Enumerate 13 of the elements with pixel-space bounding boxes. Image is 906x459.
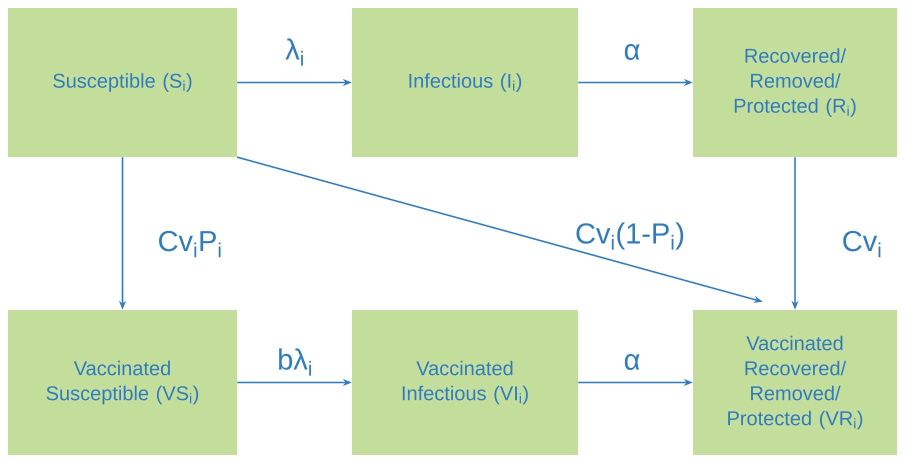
compartment-box: Susceptible (S$_{i}$) bbox=[8, 8, 237, 157]
compartment-box: Vaccinated Susceptible (VS$_{i}$) bbox=[8, 310, 237, 455]
compartment-box: Vaccinated Infectious (VI$_{i}$) bbox=[352, 310, 578, 455]
compartment-box: Recovered/ Removed/ Protected (R$_{i}$) bbox=[693, 8, 897, 157]
edge-label: Cv$_{i}$P$_{i}$ bbox=[159, 230, 221, 258]
compartment-box: Infectious (I$_{i}$) bbox=[352, 8, 578, 157]
edge-label: Cv$_{i}$(1-P$_{i}$) bbox=[576, 222, 684, 250]
edge-label: α bbox=[624, 44, 640, 60]
edge-label: α bbox=[624, 354, 640, 370]
edge-label: λ$_{i}$ bbox=[285, 38, 303, 66]
edge-label: bλ$_{i}$ bbox=[279, 348, 311, 376]
edge-label: Cv$_{i}$ bbox=[843, 230, 880, 258]
compartment-box: Vaccinated Recovered/ Removed/ Protected (VR$_{i}$) bbox=[693, 310, 897, 455]
